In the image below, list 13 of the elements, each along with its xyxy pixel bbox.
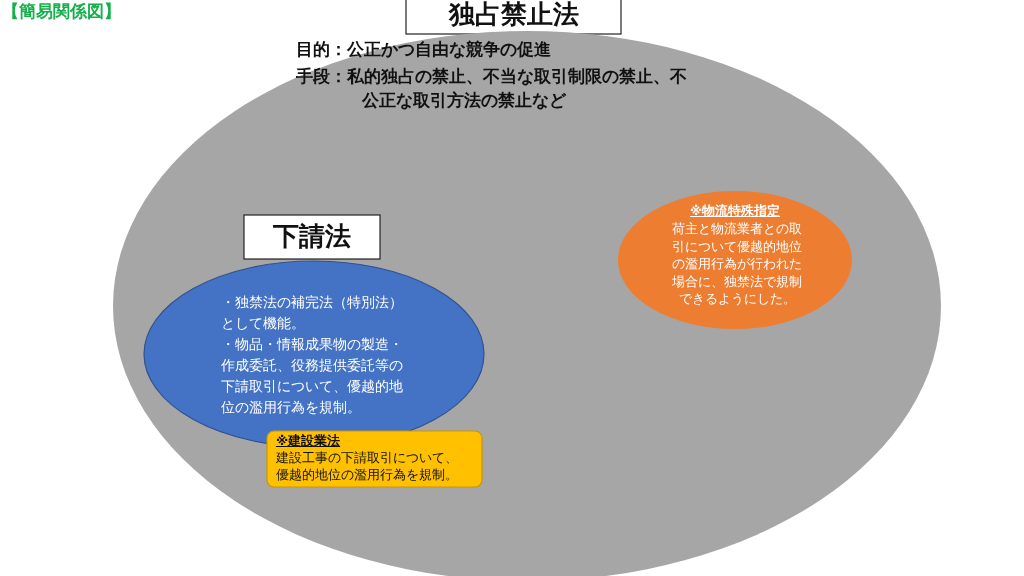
law-heading: 独占禁止法 xyxy=(447,0,580,31)
note-text: 荷主と物流業者との取引について優越的地位の濫用行為が行われた場合に、独禁法で規制できるようにした。 xyxy=(671,220,803,308)
heading-frame xyxy=(243,214,381,260)
note-heading: ※建設業法 xyxy=(276,433,342,450)
note-box xyxy=(266,430,483,488)
note-ellipse xyxy=(617,190,853,330)
heading-frame xyxy=(405,0,622,35)
note-heading: ※物流特殊指定 xyxy=(688,203,782,220)
bullet-text: ・独禁法の補完法（特別法）として機能。 xyxy=(221,293,404,333)
note-text: 建設工事の下請取引について、優越的地位の濫用行為を規制。 xyxy=(276,449,458,483)
diagram-title: 【簡易関係図】 xyxy=(2,0,121,23)
law-heading: 下請法 xyxy=(272,220,352,253)
bullet-text: ・物品・情報成果物の製造・作成委託、役務提供委託等の下請取引について、優越的地位の濫用行為を規制。 xyxy=(221,335,404,417)
